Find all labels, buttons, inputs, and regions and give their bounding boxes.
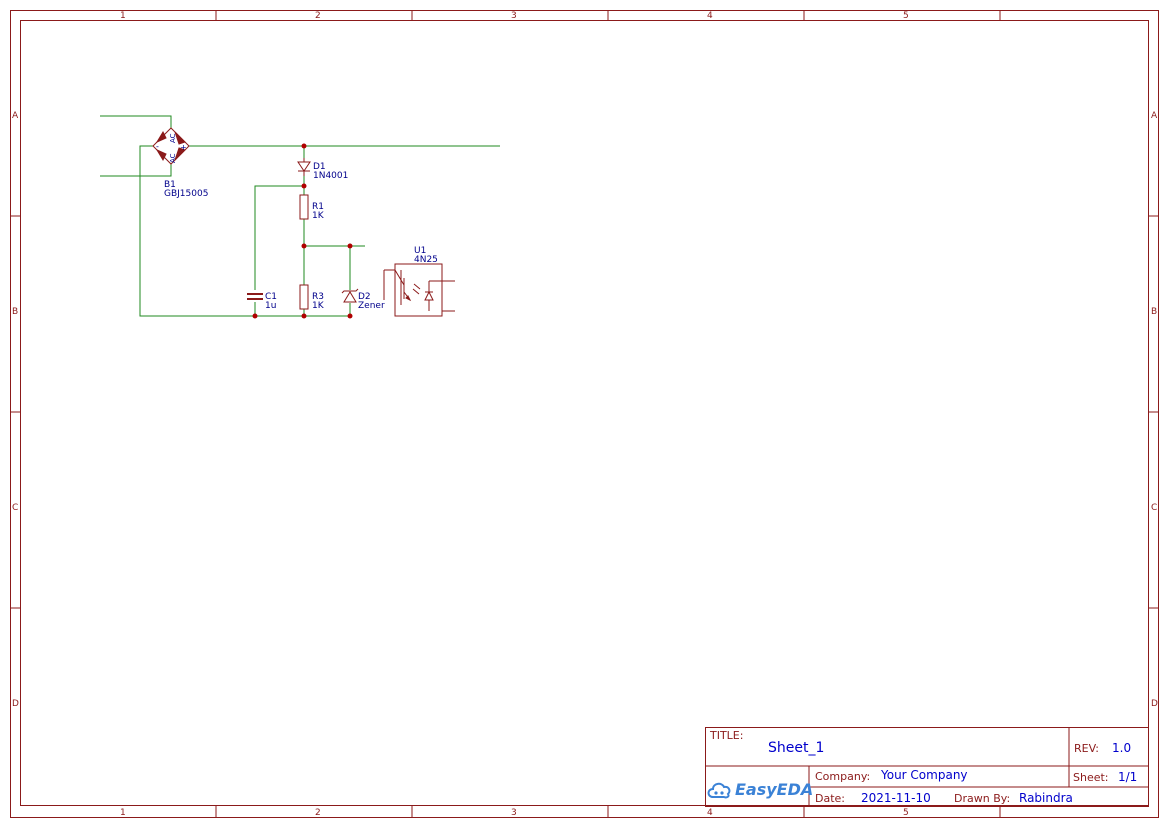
resistor-r3[interactable]: R3 1K (299, 284, 325, 311)
optocoupler-u1[interactable]: U1 4N25 (383, 246, 455, 317)
rev-label: REV: (1074, 742, 1099, 755)
sheet-title: Sheet_1 (768, 740, 824, 756)
b1-pin-ac2: AC (169, 153, 177, 163)
b1-ref: B1 (164, 180, 176, 190)
b1-pin-minus: - (156, 142, 159, 151)
r1-value: 1K (312, 211, 325, 221)
zone-col-2-top: 2 (315, 11, 321, 21)
zone-row-d-left: D (12, 699, 19, 709)
bridge-rectifier-b1[interactable]: AC AC - + B1 GBJ15005 (152, 127, 208, 199)
b1-pin-plus: + (180, 143, 187, 152)
resistor-r1[interactable]: R1 1K (299, 194, 325, 221)
zone-row-a-left: A (12, 111, 19, 121)
zone-col-4-top: 4 (707, 11, 713, 21)
diode-d1[interactable]: D1 1N4001 (297, 158, 348, 181)
drawn-by-label: Drawn By: (954, 792, 1010, 805)
logo-text: EasyEDA (735, 780, 813, 799)
r3-ref: R3 (312, 292, 324, 302)
zone-col-4-bottom: 4 (707, 808, 713, 818)
zone-col-3-bottom: 3 (511, 808, 517, 818)
r1-ref: R1 (312, 202, 324, 212)
title-label: TITLE: (709, 729, 743, 742)
date-label: Date: (815, 792, 845, 805)
zone-row-c-left: C (12, 503, 18, 513)
outer-frame (10, 10, 1159, 818)
d1-value: 1N4001 (313, 171, 348, 181)
company-label: Company: (815, 770, 870, 783)
title-block: TITLE: Sheet_1 REV: 1.0 Company: Your Co… (705, 727, 1149, 807)
zener-diode-d2[interactable]: D2 Zener (341, 288, 385, 311)
wires (100, 115, 500, 317)
u1-ref: U1 (414, 246, 426, 256)
d1-ref: D1 (313, 162, 326, 172)
zone-row-b-left: B (12, 307, 18, 317)
easyeda-logo: EasyEDA (707, 780, 813, 799)
zone-col-5-top: 5 (903, 11, 909, 21)
zone-col-5-bottom: 5 (903, 808, 909, 818)
d2-value: Zener (358, 301, 385, 311)
zone-col-1-top: 1 (120, 11, 126, 21)
cloud-icon (707, 782, 731, 799)
u1-value: 4N25 (414, 255, 438, 265)
c1-ref: C1 (265, 292, 277, 302)
company-value: Your Company (880, 768, 968, 782)
sheet-label: Sheet: (1073, 771, 1109, 784)
zone-ticks (10, 10, 1159, 817)
rev-value: 1.0 (1112, 741, 1131, 755)
zone-row-b-right: B (1151, 307, 1157, 317)
zone-row-a-right: A (1151, 111, 1158, 121)
date-value: 2021-11-10 (861, 791, 931, 805)
d2-ref: D2 (358, 292, 371, 302)
r3-value: 1K (312, 301, 325, 311)
sheet-value: 1/1 (1118, 770, 1137, 784)
zone-col-3-top: 3 (511, 11, 517, 21)
b1-value: GBJ15005 (164, 189, 208, 199)
junctions (252, 143, 353, 319)
drawn-by-value: Rabindra (1019, 791, 1073, 805)
inner-frame (20, 20, 1149, 806)
zone-col-1-bottom: 1 (120, 808, 126, 818)
zone-col-2-bottom: 2 (315, 808, 321, 818)
capacitor-c1[interactable]: C1 1u (247, 292, 277, 311)
c1-value: 1u (265, 301, 276, 311)
b1-pin-ac1: AC (169, 133, 177, 143)
zone-row-c-right: C (1151, 503, 1157, 513)
zone-row-d-right: D (1151, 699, 1158, 709)
